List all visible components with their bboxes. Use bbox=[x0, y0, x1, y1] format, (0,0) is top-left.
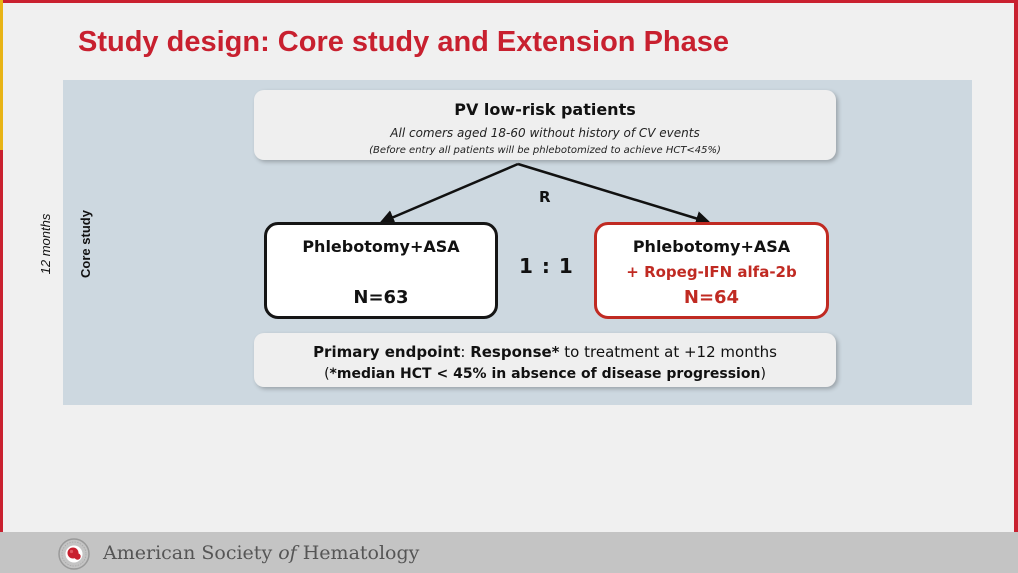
duration-label: 12 months bbox=[38, 213, 53, 275]
organization-wordmark: American Society of Hematology bbox=[103, 542, 419, 564]
randomization-label: R bbox=[539, 188, 551, 206]
control-arm-box: Phlebotomy+ASA N=63 bbox=[264, 222, 498, 319]
org-name-part1: American Society bbox=[103, 542, 279, 564]
org-name-part2: Hematology bbox=[296, 542, 420, 564]
endpoint-box: Primary endpoint: Response* to treatment… bbox=[254, 333, 836, 387]
endpoint-response: Response* bbox=[470, 343, 560, 361]
paren-open: ( bbox=[324, 366, 330, 382]
endpoint-criterion-line: (*median HCT < 45% in absence of disease… bbox=[254, 366, 836, 382]
paren-close: ) bbox=[760, 366, 766, 382]
ash-seal-icon bbox=[58, 538, 90, 570]
footer-bar: American Society of Hematology bbox=[0, 532, 1018, 573]
population-title: PV low-risk patients bbox=[454, 100, 636, 119]
endpoint-label: Primary endpoint bbox=[313, 343, 461, 361]
ropeg-arm-box: Phlebotomy+ASA + Ropeg-IFN alfa-2b N=64 bbox=[594, 222, 829, 319]
population-subtitle: All comers aged 18-60 without history of… bbox=[390, 126, 700, 140]
endpoint-rest: to treatment at +12 months bbox=[559, 343, 777, 361]
control-arm-count: N=63 bbox=[353, 287, 409, 308]
endpoint-separator: : bbox=[460, 343, 471, 361]
population-box: PV low-risk patients All comers aged 18-… bbox=[254, 90, 836, 160]
slide-left-edge bbox=[0, 0, 3, 573]
ropeg-arm-count: N=64 bbox=[683, 287, 740, 308]
org-name-of: of bbox=[278, 542, 297, 564]
phase-label: Core study bbox=[78, 210, 93, 278]
ropeg-arm-drug: + Ropeg-IFN alfa-2b bbox=[626, 263, 797, 281]
ropeg-arm-title: Phlebotomy+ASA bbox=[632, 237, 791, 256]
endpoint-criterion: *median HCT < 45% in absence of disease … bbox=[329, 366, 761, 382]
allocation-ratio: 1 : 1 bbox=[519, 254, 574, 278]
population-note: (Before entry all patients will be phleb… bbox=[369, 145, 721, 156]
endpoint-line: Primary endpoint: Response* to treatment… bbox=[254, 343, 836, 361]
control-arm-title: Phlebotomy+ASA bbox=[302, 237, 460, 256]
slide-right-edge bbox=[1014, 0, 1018, 573]
slide-title: Study design: Core study and Extension P… bbox=[78, 26, 730, 58]
slide-yellow-accent bbox=[0, 0, 3, 150]
slide-top-edge bbox=[0, 0, 1018, 3]
